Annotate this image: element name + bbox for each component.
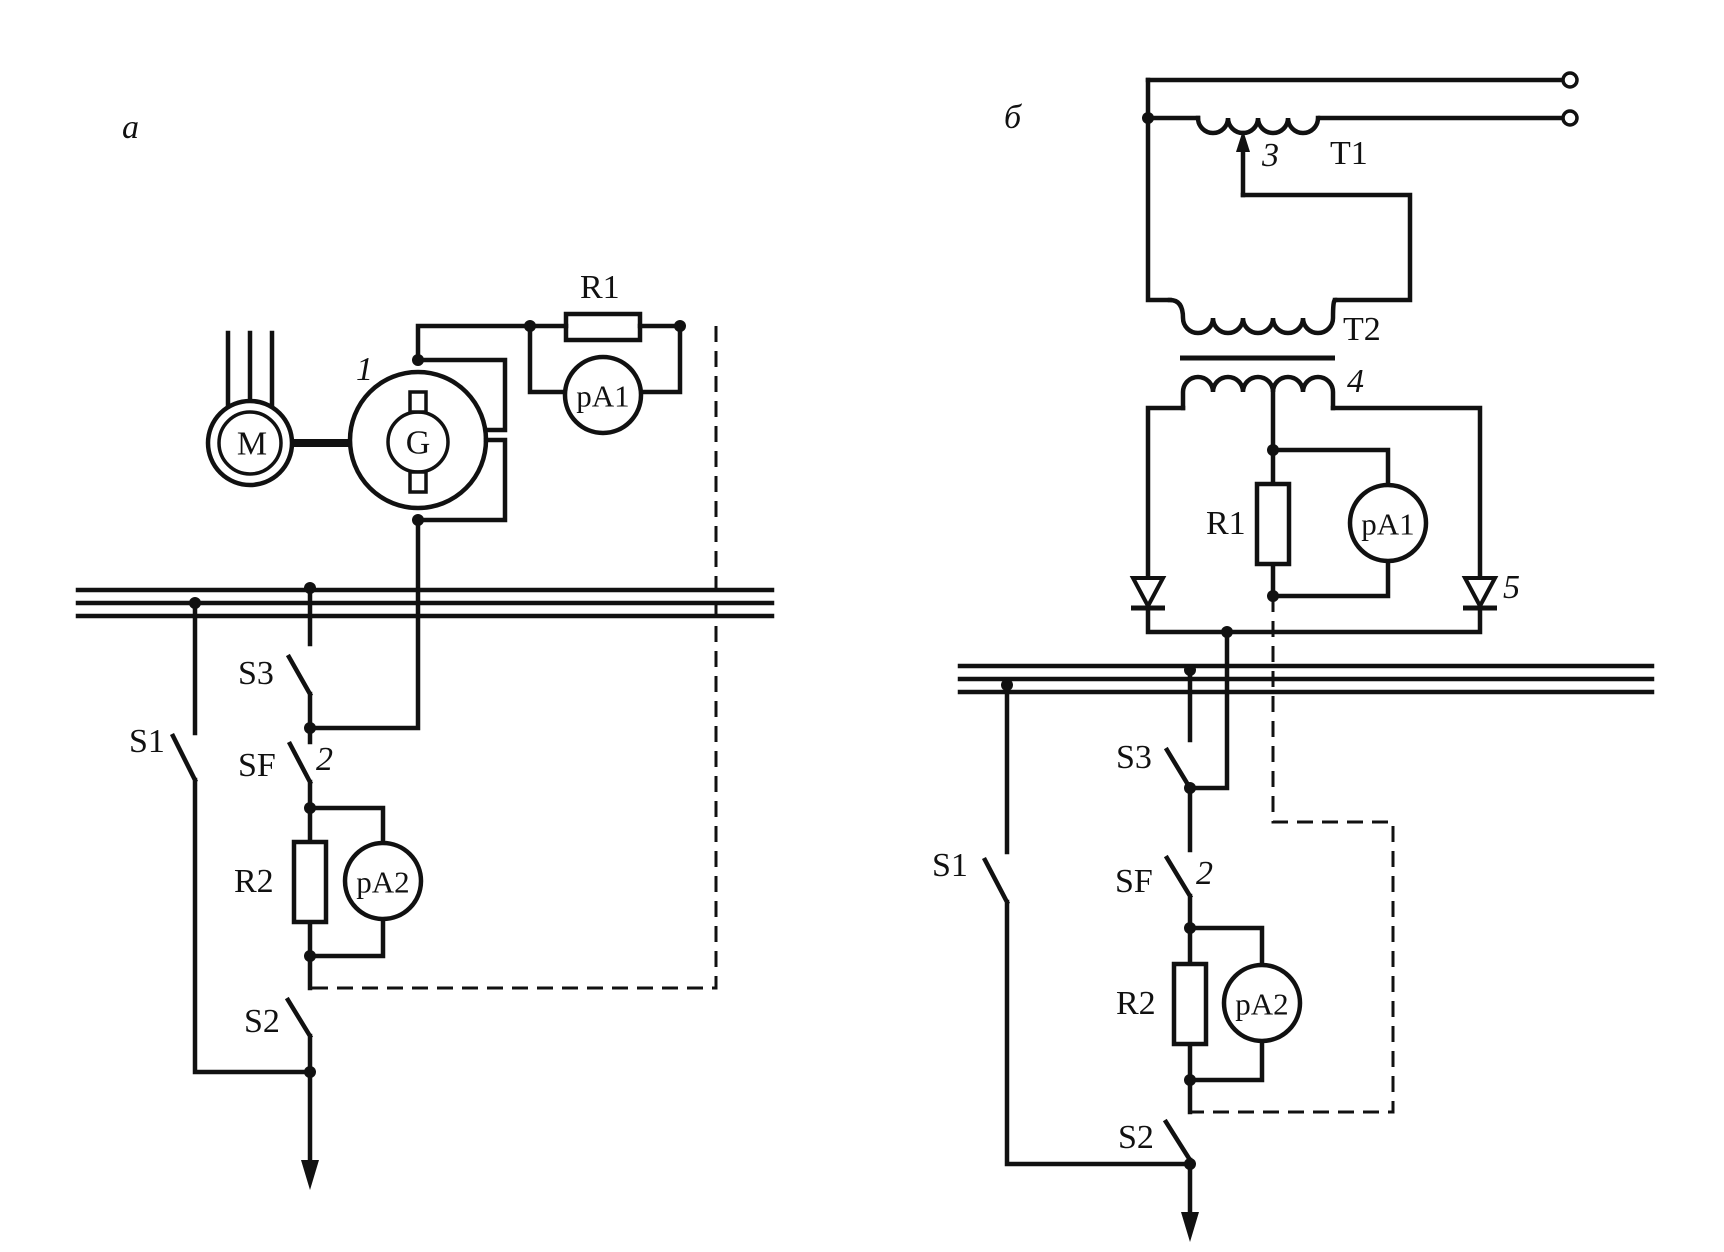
ammeter-pa2-a: pA2 [342,840,424,922]
diode-left [1129,576,1167,611]
r2-label-a: R2 [234,863,274,900]
diode-right [1461,576,1499,611]
pa1-label-b: pA1 [1361,507,1414,542]
s3-label-b: S3 [1116,739,1152,776]
s1-label-a: S1 [129,723,165,760]
resistor-r2-a [291,839,329,925]
t2-label: T2 [1343,311,1381,348]
panel-a-letter: а [122,109,139,146]
pa2-label-b: pA2 [1235,987,1288,1022]
r2-label-b: R2 [1116,985,1156,1022]
s1-label-b: S1 [932,847,968,884]
panel-b: б 3 T1 T2 4 5 [932,71,1655,1242]
terminal-bottom [1561,109,1579,127]
panel-a: а M G 1 R1 pA [75,109,775,1190]
sf-label-a: SF [238,747,276,784]
r1-label-b: R1 [1206,505,1246,542]
pa2-label-a: pA2 [356,865,409,900]
pa1-label-a: pA1 [576,379,629,414]
motor-m: M [205,398,295,488]
motor-label: M [237,426,267,463]
resistor-r1-b [1254,481,1292,567]
resistor-r1-a [563,311,643,343]
s2-label-b: S2 [1118,1119,1154,1156]
t1-label: T1 [1330,135,1368,172]
s2-label-a: S2 [244,1003,280,1040]
tap-number: 3 [1261,137,1279,174]
sf-number-b: 2 [1196,855,1213,892]
terminal-top [1561,71,1579,89]
resistor-r2-b [1171,961,1209,1047]
generator-g: G [347,369,489,511]
t1-winding [1195,115,1321,136]
s3-label-a: S3 [238,655,274,692]
diode-number: 5 [1503,569,1520,606]
busbar-b [957,663,1655,695]
generator-label: G [406,425,431,462]
t2-primary [1167,297,1338,336]
r1-label-a: R1 [580,269,620,306]
busbar-a [75,587,775,619]
t2-secondary [1180,374,1336,411]
generator-number: 1 [356,351,373,388]
ammeter-pa1-b: pA1 [1347,482,1429,564]
sf-label-b: SF [1115,863,1153,900]
panel-b-letter: б [1004,99,1023,136]
ammeter-pa2-b: pA2 [1221,962,1303,1044]
ammeter-pa1-a: pA1 [562,354,644,436]
sf-number-a: 2 [316,741,333,778]
winding-number: 4 [1347,363,1364,400]
